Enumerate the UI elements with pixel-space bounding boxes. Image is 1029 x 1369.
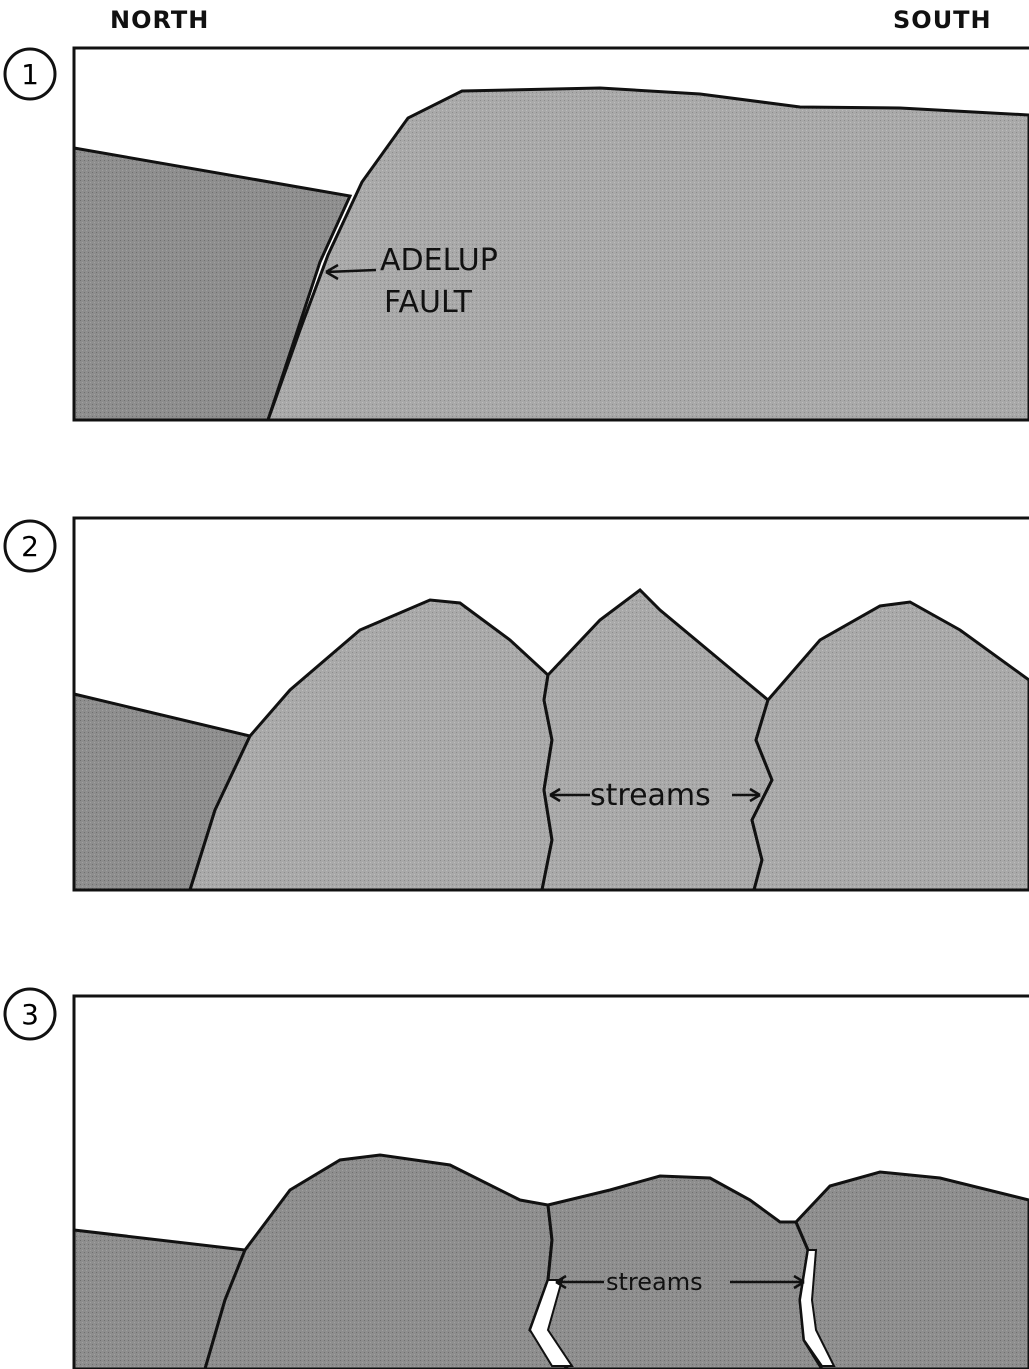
stage-3-left-hill [205,1155,568,1369]
stage-3-streams-label: streams [606,1268,703,1296]
stage-3-right-hill [796,1172,1029,1369]
